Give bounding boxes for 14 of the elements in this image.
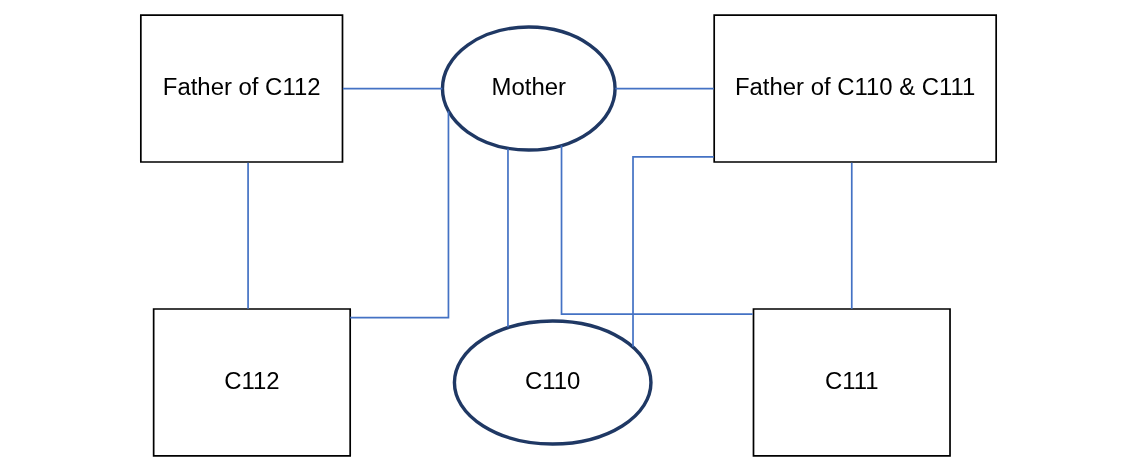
node-box: C111 <box>752 308 951 457</box>
connector <box>850 161 853 310</box>
node-box: C112 <box>152 308 352 457</box>
node-box: Father of C110 & C111 <box>713 14 997 163</box>
node-ellipse: C110 <box>452 319 653 446</box>
connector <box>349 110 450 319</box>
connector <box>247 161 249 310</box>
node-box: Father of C112 <box>140 14 344 163</box>
connector <box>632 156 715 348</box>
node-ellipse: Mother <box>440 25 617 152</box>
connector <box>614 87 715 90</box>
connector <box>507 147 509 329</box>
connector <box>342 87 444 90</box>
connector <box>560 144 754 315</box>
